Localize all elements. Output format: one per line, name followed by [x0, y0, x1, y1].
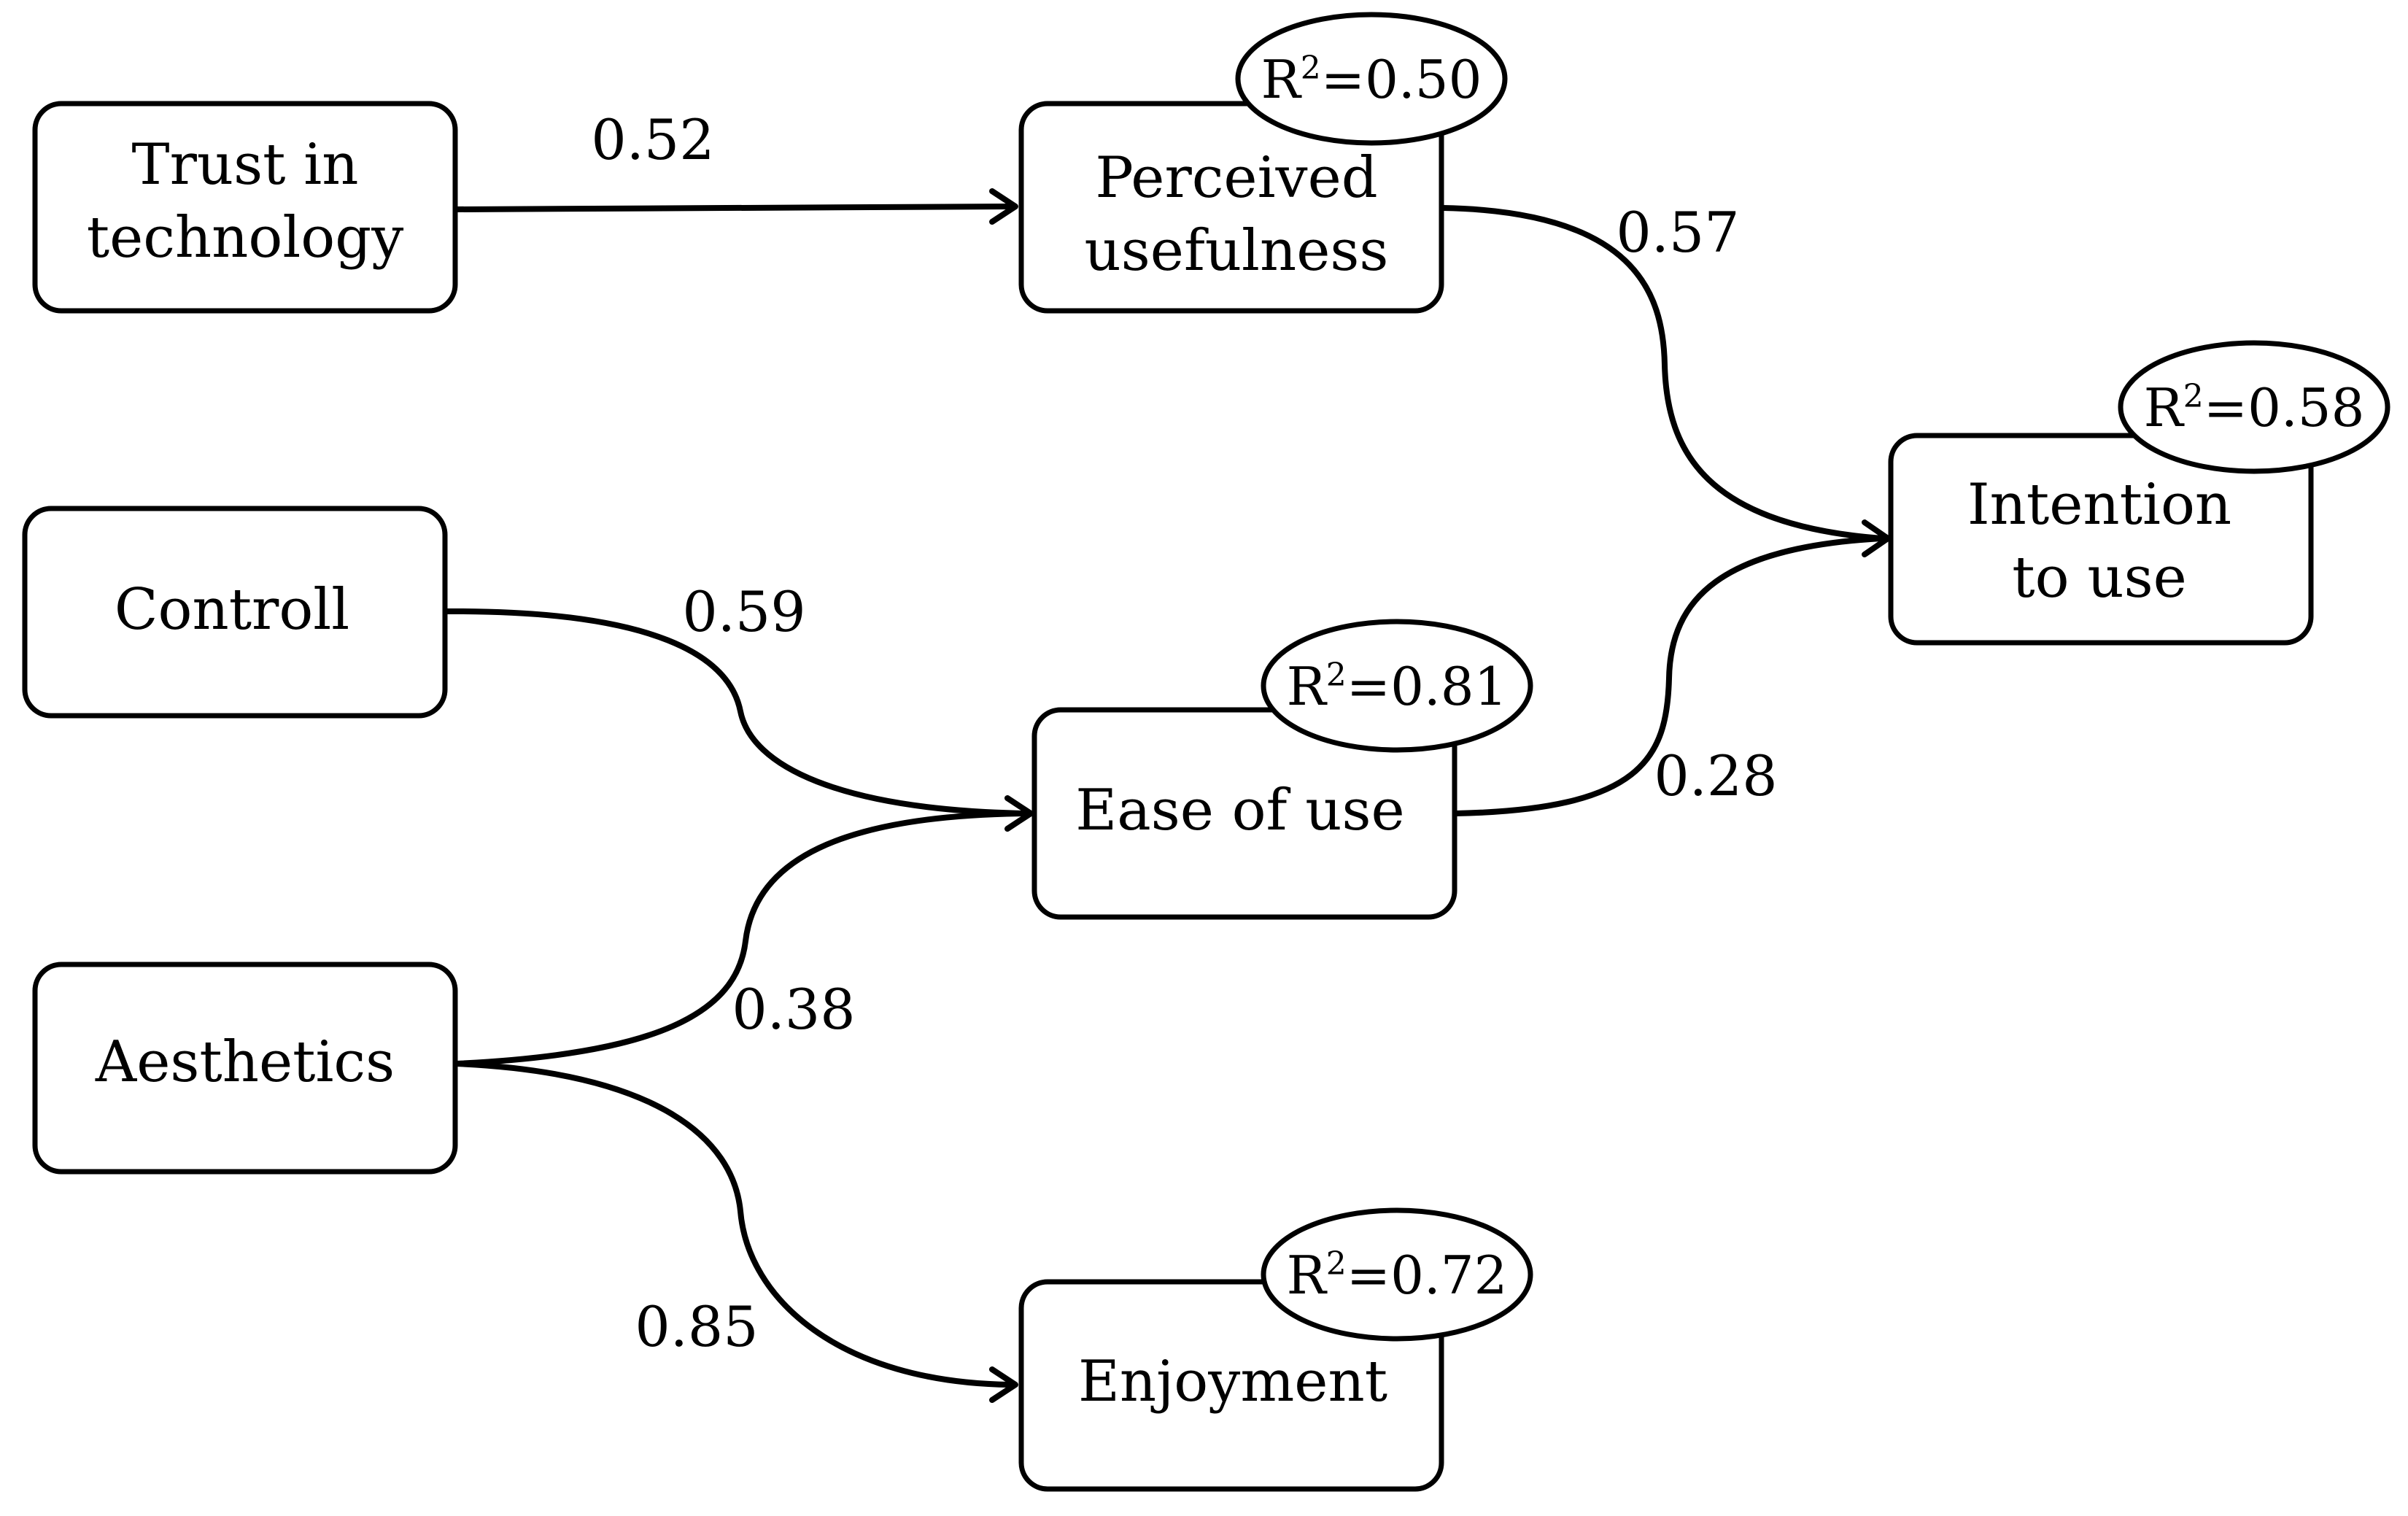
node-label-line: to use — [2012, 545, 2187, 611]
svg-text:R2=0.72: R2=0.72 — [1287, 1245, 1508, 1306]
r2-equals: = — [1347, 1245, 1390, 1306]
edge-controll-to-ease — [442, 608, 1028, 816]
r2-badge-intention-to-use: R2=0.58 — [2118, 340, 2390, 474]
node-label-line: Intention — [1967, 472, 2231, 538]
r2-equals: = — [2204, 377, 2248, 438]
edge-labels: 0.52 0.57 0.59 0.28 0.38 0.85 — [591, 107, 1777, 1359]
svg-text:R2=0.50: R2=0.50 — [1261, 49, 1482, 110]
node-controll: Controll — [22, 506, 448, 719]
node-label-line: Controll — [115, 577, 349, 643]
coef-trust-perceived: 0.52 — [591, 107, 714, 172]
r2-superscript: 2 — [1301, 50, 1321, 87]
arrowhead-ease — [1004, 795, 1034, 832]
coef-aesthetics-ease: 0.38 — [732, 977, 855, 1042]
svg-text:R2=0.58: R2=0.58 — [2144, 377, 2365, 438]
edge-perceived-to-intention — [1440, 205, 1885, 541]
coef-controll-ease: 0.59 — [682, 579, 805, 644]
r2-prefix: R — [1287, 1245, 1328, 1306]
r2-value: 0.58 — [2248, 377, 2364, 438]
node-trust-in-technology: Trust in technology — [32, 101, 458, 314]
coef-ease-intention: 0.28 — [1654, 743, 1777, 808]
node-label-line: Perceived — [1095, 145, 1377, 211]
edge-aesthetics-to-ease — [453, 811, 1028, 1067]
r2-value: 0.50 — [1365, 49, 1482, 110]
node-label-line: usefulness — [1085, 218, 1389, 284]
r2-badge-perceived-usefulness: R2=0.50 — [1235, 12, 1508, 146]
edge-aesthetics-to-enjoyment — [453, 1061, 1013, 1388]
r2-superscript: 2 — [1326, 657, 1347, 694]
r2-value: 0.72 — [1390, 1245, 1507, 1306]
node-aesthetics: Aesthetics — [32, 962, 458, 1175]
r2-prefix: R — [2144, 377, 2185, 438]
r2-badge-ease-of-use: R2=0.81 — [1261, 619, 1533, 753]
edge-ease-to-intention — [1452, 535, 1885, 816]
r2-prefix: R — [1261, 49, 1302, 110]
node-label-line: technology — [87, 205, 404, 271]
node-ease-of-use: Ease of use — [1031, 707, 1457, 920]
r2-superscript: 2 — [1326, 1245, 1347, 1283]
node-label-line: Ease of use — [1075, 778, 1404, 843]
r2-badge-enjoyment: R2=0.72 — [1261, 1207, 1533, 1342]
coef-perceived-intention: 0.57 — [1616, 200, 1739, 265]
svg-text:R2=0.81: R2=0.81 — [1287, 656, 1508, 717]
arrowhead-perceived — [989, 188, 1018, 225]
node-label-line: Enjoyment — [1078, 1349, 1387, 1415]
r2-equals: = — [1321, 49, 1365, 110]
r2-superscript: 2 — [2183, 378, 2204, 415]
node-perceived-usefulness: Perceived usefulness — [1018, 101, 1444, 314]
arrowhead-intention — [1862, 519, 1891, 557]
r2-value: 0.81 — [1390, 656, 1507, 717]
node-label-line: Aesthetics — [95, 1029, 395, 1095]
arrowhead-enjoyment — [989, 1366, 1018, 1403]
coef-aesthetics-enjoyment: 0.85 — [635, 1294, 758, 1359]
r2-prefix: R — [1287, 656, 1328, 717]
node-intention-to-use: Intention to use — [1888, 433, 2314, 646]
node-label-line: Trust in — [132, 132, 359, 198]
edge-trust-to-perceived — [452, 204, 1013, 212]
r2-equals: = — [1347, 656, 1390, 717]
edges — [442, 188, 1891, 1403]
